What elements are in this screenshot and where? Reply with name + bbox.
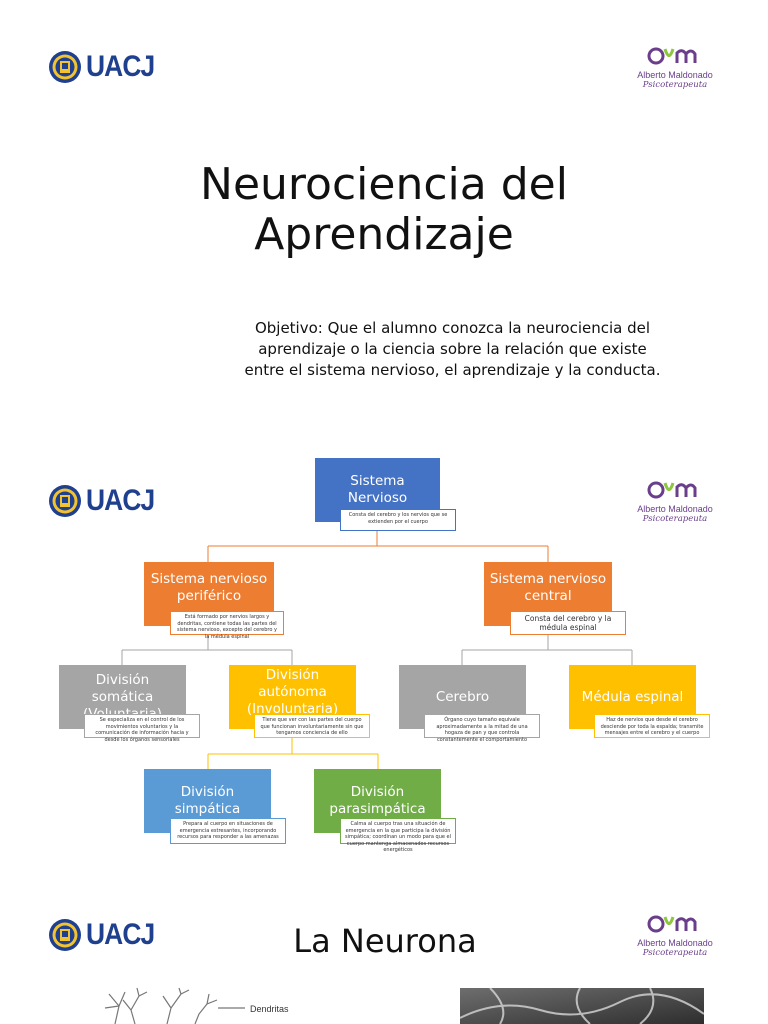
node-label: División simpática — [174, 784, 241, 817]
aym-subtitle: Psicoterapeuta — [642, 80, 708, 90]
node-label: Sistema nervioso periférico — [150, 571, 268, 604]
node-label: Cerebro — [435, 688, 490, 705]
uacj-wordmark: UACJ — [86, 484, 155, 517]
note-snc: Consta del cerebro y la médula espinal — [510, 611, 626, 635]
note-text: Está formado por nervios largos y dendri… — [177, 614, 277, 640]
uacj-wordmark: UACJ — [86, 50, 155, 83]
note-text: Consta del cerebro y la médula espinal — [524, 614, 612, 632]
objective-line1: Objetivo: Que el alumno conozca la neuro… — [254, 319, 651, 337]
aym-name: Alberto Maldonado — [637, 504, 713, 514]
node-autonoma: División autónoma (Involuntaria) — [229, 665, 356, 729]
uacj-seal-icon — [48, 484, 82, 518]
aym-subtitle: Psicoterapeuta — [642, 948, 708, 958]
aym-monogram-icon — [647, 481, 697, 499]
note-text: Tiene que ver con las partes del cuerpo … — [260, 717, 364, 736]
note-autonoma: Tiene que ver con las partes del cuerpo … — [254, 714, 370, 738]
note-text: Consta del cerebro y los nervios que se … — [348, 512, 448, 525]
note-text: Prepara al cuerpo en situaciones de emer… — [177, 821, 279, 840]
aym-monogram-icon — [647, 915, 697, 933]
note-sistema-nervioso: Consta del cerebro y los nervios que se … — [340, 509, 456, 531]
objective-line2: aprendizaje o la ciencia sobre la relaci… — [258, 340, 647, 358]
uacj-logo-2: UACJ — [48, 484, 164, 518]
objective-line3: entre el sistema nervioso, el aprendizaj… — [244, 361, 661, 379]
note-snp: Está formado por nervios largos y dendri… — [170, 611, 284, 640]
neuron-dendrites-drawing — [104, 987, 245, 1024]
aym-name: Alberto Maldonado — [637, 70, 713, 80]
node-label: División autónoma (Involuntaria) — [246, 667, 339, 717]
note-medula: Haz de nervios que desde el cerebro desc… — [594, 714, 710, 738]
label-dendritas: Dendritas — [250, 1004, 289, 1014]
note-parasimpatica: Calma al cuerpo tras una situación de em… — [340, 818, 456, 853]
aym-subtitle: Psicoterapeuta — [642, 514, 708, 524]
neuron-micrograph-image — [460, 988, 704, 1024]
aym-name: Alberto Maldonado — [637, 938, 713, 948]
note-somatica: Se especializa en el control de los movi… — [84, 714, 200, 743]
uacj-logo-3: UACJ — [48, 918, 164, 952]
uacj-seal-icon — [48, 50, 82, 84]
note-text: Haz de nervios que desde el cerebro desc… — [600, 717, 704, 736]
slide1-title-line1: Neurociencia del — [200, 159, 568, 210]
aym-monogram-icon — [647, 47, 697, 65]
slide1-title: Neurociencia del Aprendizaje — [0, 160, 768, 260]
note-simpatica: Prepara al cuerpo en situaciones de emer… — [170, 818, 286, 844]
uacj-seal-icon — [48, 918, 82, 952]
aym-logo-2: Alberto Maldonado Psicoterapeuta — [630, 478, 720, 524]
slide1-title-line2: Aprendizaje — [254, 209, 514, 260]
node-label: Médula espinal — [581, 688, 684, 705]
slide3-title: La Neurona — [293, 922, 477, 960]
note-cerebro: Órgano cuyo tamaño equivale aproximadame… — [424, 714, 540, 743]
aym-logo: Alberto Maldonado Psicoterapeuta — [630, 44, 720, 90]
slide1-objective: Objetivo: Que el alumno conozca la neuro… — [230, 318, 675, 381]
aym-logo-3: Alberto Maldonado Psicoterapeuta — [630, 912, 720, 958]
note-text: Calma al cuerpo tras una situación de em… — [344, 821, 452, 853]
node-label: Sistema nervioso central — [489, 571, 607, 604]
note-text: Órgano cuyo tamaño equivale aproximadame… — [436, 717, 528, 743]
uacj-logo: UACJ — [48, 50, 164, 84]
node-label: Sistema Nervioso — [347, 473, 408, 506]
note-text: Se especializa en el control de los movi… — [95, 717, 189, 743]
node-label: División parasimpática — [329, 784, 426, 817]
uacj-wordmark: UACJ — [86, 918, 155, 951]
